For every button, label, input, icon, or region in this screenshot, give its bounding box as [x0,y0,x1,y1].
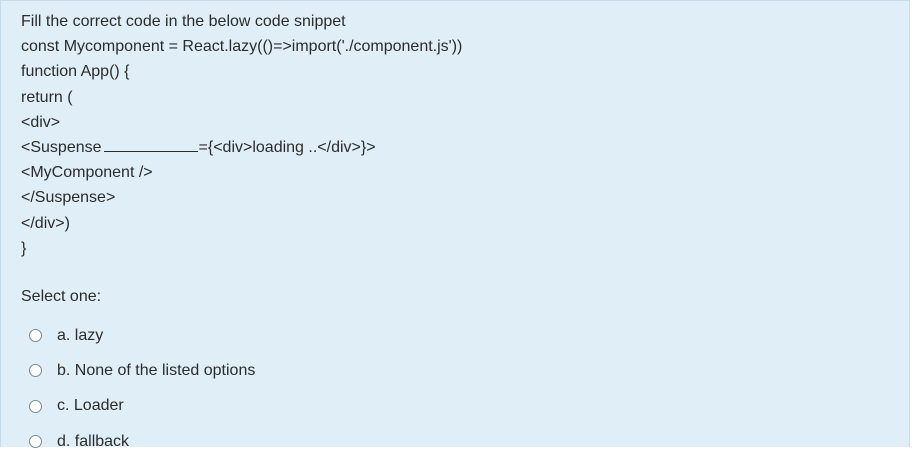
radio-button-d[interactable] [29,435,42,449]
radio-button-b[interactable] [29,364,42,378]
radio-button-c[interactable] [29,399,42,413]
code-line-with-blank: <Suspense ={<div>loading ..</div>}> [21,135,462,160]
select-one-prompt: Select one: [21,288,102,305]
fill-blank [103,137,198,152]
code-line: </Suspense> [21,189,116,207]
radio-button-a[interactable] [29,329,42,343]
code-line: <div> [21,113,61,131]
question-text: Fill the correct code in the below code … [21,9,462,261]
option-a-label[interactable]: a. lazy [57,326,104,344]
option-d-label[interactable]: d. fallback [57,432,130,450]
option-b[interactable]: b. None of the listed options [29,353,255,388]
option-a[interactable]: a. lazy [29,318,255,353]
code-line: function App() { [21,63,130,81]
code-line: } [21,239,27,257]
code-line: </div>) [21,214,70,232]
question-panel: Fill the correct code in the below code … [0,0,910,450]
answer-options: a. lazy b. None of the listed options c.… [29,318,255,459]
option-d[interactable]: d. fallback [29,424,255,459]
question-line: Fill the correct code in the below code … [21,13,346,30]
code-fragment-after-blank: ={<div>loading ..</div>}> [198,138,376,156]
option-c-label[interactable]: c. Loader [57,397,124,415]
option-c[interactable]: c. Loader [29,389,255,424]
code-line: return ( [21,88,73,106]
option-b-label[interactable]: b. None of the listed options [57,361,256,379]
code-line: <MyComponent /> [21,164,153,182]
code-line: const Mycomponent = React.lazy(()=>impor… [21,38,463,56]
code-fragment-before-blank: <Suspense [21,138,102,156]
